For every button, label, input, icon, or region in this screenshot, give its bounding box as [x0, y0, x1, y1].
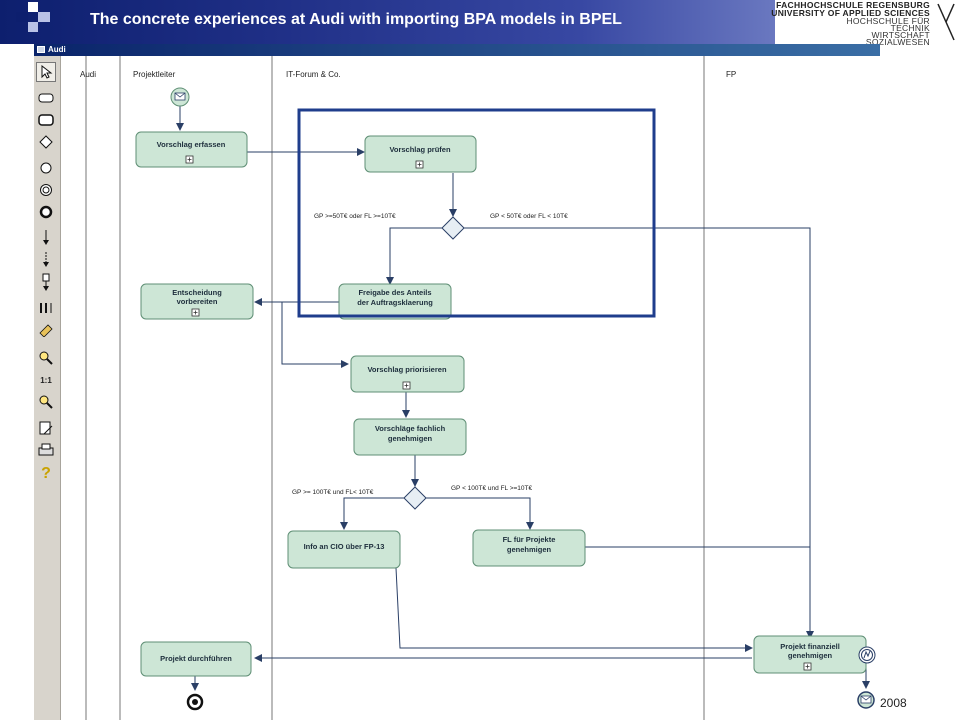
window-title: Audi	[48, 45, 66, 54]
logo-line: UNIVERSITY OF APPLIED SCIENCES	[771, 8, 930, 18]
title-bar	[0, 0, 775, 44]
condition-label: GP < 100T€ und FL >=10T€	[451, 485, 533, 492]
lane-label-it-forum: IT-Forum & Co.	[286, 70, 341, 79]
lane-label-fp: FP	[726, 70, 736, 79]
task-vorschlag-priorisieren[interactable]: Vorschlag priorisieren	[350, 355, 465, 393]
zoom-in-icon[interactable]	[36, 348, 56, 368]
flow[interactable]	[386, 227, 442, 285]
intermediate-event-tool-icon[interactable]	[36, 180, 56, 200]
modeler-window: Audi 1:1 ?	[34, 44, 880, 720]
task-label: Entscheidung	[172, 288, 222, 297]
task-label: Info an CIO über FP-13	[304, 542, 385, 551]
pointer-tool-icon[interactable]	[36, 62, 56, 82]
task-vorschlag-pruefen[interactable]: Vorschlag prüfen	[364, 135, 477, 173]
sequence-flows	[176, 106, 870, 691]
university-logo: FACHHOCHSCHULE REGENSBURG UNIVERSITY OF …	[771, 0, 960, 47]
slide-header: The concrete experiences at Audi with im…	[0, 0, 960, 47]
logo-line: SOZIALWESEN	[865, 37, 930, 47]
toolbox-panel: 1:1 ?	[34, 56, 61, 720]
lane-tool-icon[interactable]	[36, 298, 56, 318]
condition-label: GP >=50T€ oder FL >=10T€	[314, 213, 396, 220]
subprocess-tool-icon[interactable]	[36, 110, 56, 130]
task-info-an-cio[interactable]: Info an CIO über FP-13	[287, 530, 401, 569]
logo-mark-icon	[937, 3, 955, 41]
lightning-icon	[863, 650, 871, 659]
task-label: genehmigen	[388, 434, 433, 443]
print-icon[interactable]	[36, 440, 56, 460]
sequence-flow-tool-icon[interactable]	[36, 228, 56, 248]
task-label: Projekt durchführen	[160, 654, 232, 663]
lane-label-projektleiter: Projektleiter	[133, 70, 176, 79]
task-label: Projekt finanziell	[780, 642, 840, 651]
flow[interactable]	[464, 227, 814, 639]
association-tool-icon[interactable]	[36, 272, 56, 292]
error-boundary-event[interactable]	[858, 646, 876, 664]
zoom-out-icon[interactable]	[36, 392, 56, 412]
slide-title: The concrete experiences at Audi with im…	[90, 11, 622, 28]
logo-line: HOCHSCHULE FÜR	[846, 16, 930, 26]
task-label: Vorschläge fachlich	[375, 424, 446, 433]
task-vorschlaege-fachlich-genehmigen[interactable]: Vorschläge fachlich genehmigen	[353, 418, 467, 456]
exclusive-gateway[interactable]	[441, 216, 465, 240]
decor-square	[16, 12, 28, 22]
logo-line: TECHNIK	[890, 23, 930, 33]
flow[interactable]	[255, 301, 349, 368]
highlight-frame	[297, 108, 656, 318]
page-setup-icon[interactable]	[36, 418, 56, 438]
task-label: Freigabe des Anteils	[358, 288, 431, 297]
lane-label-audi: Audi	[80, 70, 96, 79]
task-label: FL für Projekte	[503, 535, 556, 544]
task-label: genehmigen	[788, 651, 833, 660]
task-fl-fuer-projekte-genehmigen[interactable]: FL für Projekte genehmigen	[472, 529, 586, 567]
end-event[interactable]	[186, 693, 204, 711]
end-event-tool-icon[interactable]	[36, 202, 56, 222]
task-label: genehmigen	[507, 545, 552, 554]
decor-square	[28, 2, 38, 12]
task-tool-icon[interactable]	[36, 88, 56, 108]
annotation-tool-icon[interactable]	[36, 320, 56, 340]
logo-line: FACHHOCHSCHULE REGENSBURG	[776, 0, 930, 10]
task-label: Vorschlag erfassen	[157, 140, 226, 149]
task-label: vorbereiten	[177, 297, 218, 306]
exclusive-gateway[interactable]	[403, 486, 427, 510]
end-message-event[interactable]	[857, 691, 875, 709]
task-vorschlag-erfassen[interactable]: Vorschlag erfassen	[135, 131, 248, 168]
gateway-tool-icon[interactable]	[36, 132, 56, 152]
logo-line: WIRTSCHAFT	[871, 30, 930, 40]
message-flow-tool-icon[interactable]	[36, 250, 56, 270]
help-icon[interactable]: ?	[41, 465, 51, 482]
zoom-reset-button[interactable]: 1:1	[40, 375, 52, 385]
flow[interactable]	[340, 497, 404, 530]
footer-year: 2008	[880, 696, 907, 710]
condition-label: GP < 50T€ oder FL < 10T€	[490, 213, 568, 220]
decor-square	[28, 22, 38, 32]
task-projekt-durchfuehren[interactable]: Projekt durchführen	[140, 641, 252, 677]
pool-lanes: Audi Projektleiter IT-Forum & Co. FP	[80, 56, 736, 720]
flow[interactable]	[395, 567, 753, 652]
task-label: der Auftragsklaerung	[357, 298, 433, 307]
start-message-event[interactable]	[170, 87, 190, 107]
task-freigabe-anteil[interactable]: Freigabe des Anteils der Auftragsklaerun…	[338, 283, 452, 320]
start-event-tool-icon[interactable]	[36, 158, 56, 178]
task-entscheidung-vorbereiten[interactable]: Entscheidung vorbereiten	[140, 283, 254, 320]
flow[interactable]	[426, 497, 534, 530]
decor-square	[38, 12, 50, 22]
window-icon	[37, 46, 45, 53]
task-label: Vorschlag prüfen	[389, 145, 451, 154]
task-label: Vorschlag priorisieren	[367, 365, 446, 374]
process-diagram: Audi Projektleiter IT-Forum & Co. FP GP	[80, 56, 876, 720]
window-titlebar[interactable]: Audi	[34, 44, 880, 56]
condition-label: GP >= 100T€ und FL< 10T€	[292, 489, 374, 496]
task-projekt-finanziell-genehmigen[interactable]: Projekt finanziell genehmigen	[753, 635, 867, 674]
